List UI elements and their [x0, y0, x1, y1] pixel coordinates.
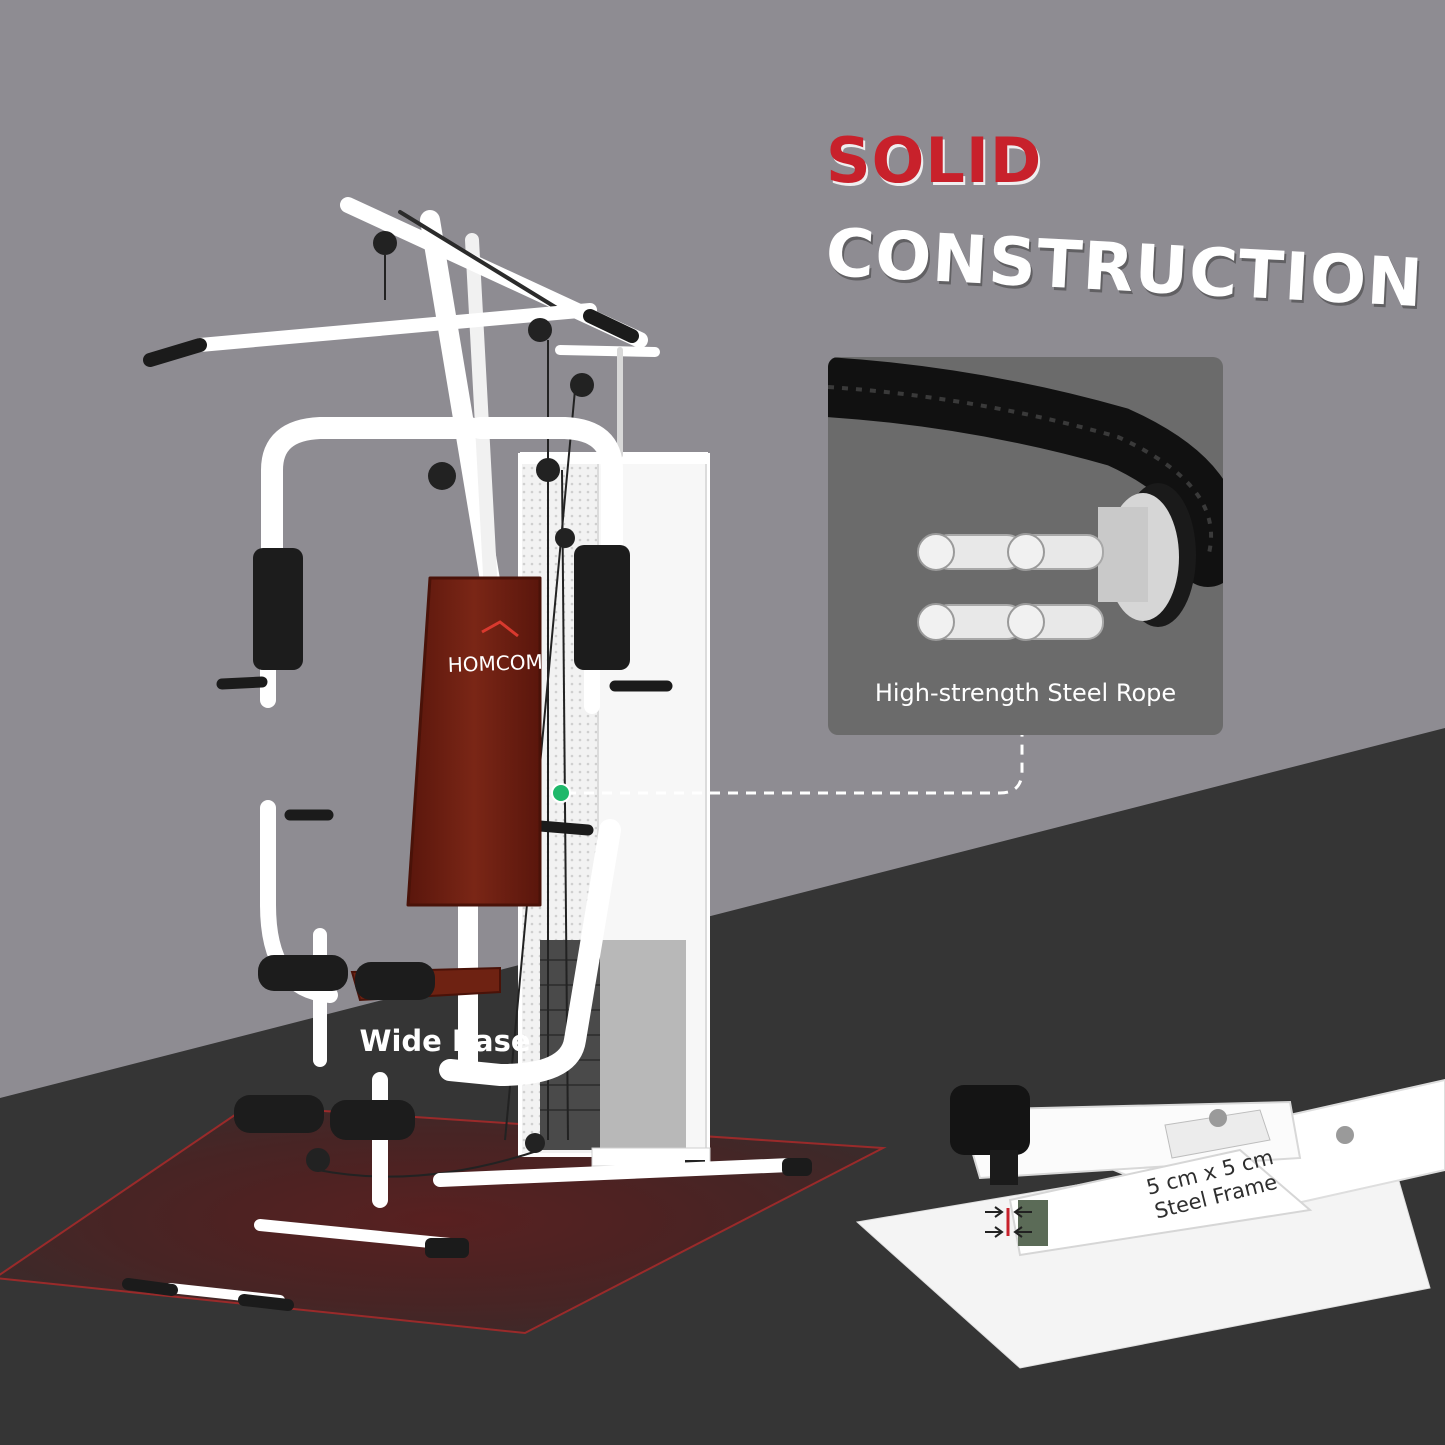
- pec-handle-left: [216, 676, 268, 690]
- rope-marker-dot: [551, 783, 571, 803]
- front-foot: [782, 1158, 812, 1176]
- leg-roller-lower-right: [330, 1100, 415, 1140]
- foot-bar-right: [238, 1294, 294, 1311]
- steel-frame-closeup: [855, 1078, 1445, 1369]
- steel-rope-label: High-strength Steel Rope: [874, 679, 1177, 707]
- floor: [0, 728, 1445, 1445]
- leg-roller-lower-left: [234, 1095, 324, 1133]
- seat-brand-logo: HOMCOM: [447, 650, 543, 677]
- callout-leader-line: [566, 735, 1024, 795]
- press-handle-right: [534, 820, 594, 836]
- steel-rope-callout: High-strength Steel Rope: [828, 357, 1223, 735]
- wide-base-label: Wide Base: [359, 1024, 531, 1058]
- foot-bar-left: [122, 1278, 178, 1296]
- leg-roller-upper-left: [258, 955, 348, 991]
- pulleys: [306, 231, 594, 1172]
- headline-solid: SOLID: [826, 124, 1043, 197]
- backrest-pad: [406, 576, 542, 907]
- leg-roller-upper-right: [355, 962, 435, 1000]
- rear-foot: [425, 1238, 469, 1258]
- steel-rope-illustration: [828, 357, 1223, 641]
- pec-pad-right: [574, 545, 630, 670]
- pec-pad-left: [253, 548, 303, 670]
- pec-deck-frame: [260, 417, 623, 714]
